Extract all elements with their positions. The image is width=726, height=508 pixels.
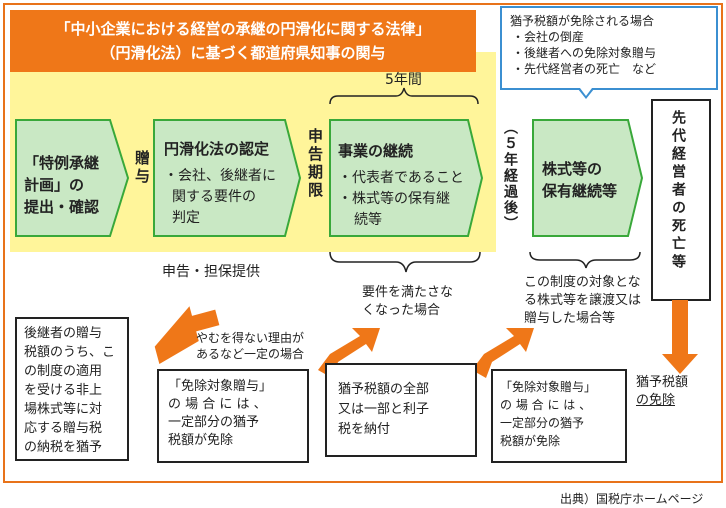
holding-step-text: 株式等の 保有継続等	[542, 158, 632, 202]
callout-title: 猶予税額が免除される場合	[510, 14, 655, 28]
pay-line: 又は一部と利子	[338, 402, 430, 417]
successor-box-shape	[15, 317, 129, 461]
holding-arrow-shape	[532, 119, 644, 237]
exempt1-line: の 場 合 に は 、	[168, 397, 267, 412]
continuation-bullet: ・株式等の保有継	[338, 191, 450, 207]
pay-line: 猶予税額の全部	[338, 382, 430, 397]
certification-title: 円滑化法の認定	[164, 140, 270, 158]
holding-line: 保有継続等	[542, 182, 618, 200]
plan-step-text: 「特例承継 計画」の 提出・確認	[24, 152, 124, 218]
certification-bullet-cont: 判定	[172, 210, 200, 226]
exempt1-box-shape	[157, 369, 309, 463]
transfer-line: る株式等を譲渡又は	[524, 293, 642, 308]
arrow-death-down	[662, 300, 698, 374]
exempt-tax-label: 猶予税額 の免除	[636, 374, 688, 410]
successor-line: 後継者の贈与	[24, 326, 103, 341]
callout-item: 先代経営者の死亡 など	[510, 61, 708, 77]
exempt2-line: 一定部分の猶予	[500, 416, 585, 430]
plan-line: 計画」の	[24, 176, 85, 194]
callout-item: 会社の倒産	[510, 29, 708, 45]
banner-line-1: 「中小企業における経営の承継の円滑化に関する法律」	[55, 20, 431, 38]
title-banner: 「中小企業における経営の承継の円滑化に関する法律」 （円滑化法）に基づく都道府県…	[10, 10, 476, 72]
successor-line: の納税を猶予	[24, 440, 103, 455]
unavoidable-line: あるなど一定の場合	[196, 347, 305, 361]
source-note: 出典）国税庁ホームページ	[560, 492, 704, 506]
exempt1-line: 「免除対象贈与」	[168, 379, 273, 394]
arrow-to-successor-box	[154, 306, 220, 364]
callout-pointer-fill	[580, 88, 592, 96]
exempt-tax-line: 猶予税額	[636, 375, 689, 390]
unavoidable-line: やむを得ない理由が	[196, 331, 305, 345]
exempt2-line: 「免除対象贈与」	[500, 380, 597, 394]
plan-arrow-shape	[15, 119, 130, 237]
not-met-brace	[329, 251, 481, 273]
exempt-box-1-text: 「免除対象贈与」 の 場 合 に は 、 一定部分の猶予 税額が免除	[168, 378, 302, 450]
pay-box-shape	[325, 363, 477, 457]
certification-step-text: 円滑化法の認定 ・会社、後継者に 関する要件の 判定	[164, 138, 290, 229]
holding-line: 株式等の	[542, 160, 603, 178]
transfer-line: 贈与した場合等	[524, 311, 616, 326]
successor-line: を受ける非上	[24, 383, 103, 398]
transfer-line: この制度の対象とな	[524, 275, 641, 290]
successor-deferral-text: 後継者の贈与 税額のうち、こ の制度の適用 を受ける非上 場株式等に対 応する贈…	[24, 324, 124, 457]
exempt2-line: の 場 合 に は 、	[500, 398, 592, 412]
deadline-label: 申告期限	[306, 128, 324, 200]
declare-label: 申告・担保提供	[162, 264, 260, 280]
five-years-label: 5年間	[385, 72, 422, 88]
five-years-brace	[329, 87, 479, 105]
exemption-callout: 猶予税額が免除される場合 会社の倒産 後継者への免除対象贈与 先代経営者の死亡 …	[500, 6, 718, 90]
successor-line: の制度の適用	[24, 364, 103, 379]
successor-line: 応する贈与税	[24, 421, 103, 436]
arrow-transfer	[472, 328, 534, 378]
after-five-years-label: （５年経過後）	[502, 120, 518, 232]
not-met-line: 要件を満たさな	[362, 285, 454, 300]
gift-label: 贈与	[133, 150, 151, 186]
unavoidable-label: やむを得ない理由が あるなど一定の場合	[196, 330, 304, 362]
continuation-bullet: ・代表者であること	[338, 170, 464, 186]
callout-item: 後継者への免除対象贈与	[510, 45, 708, 61]
not-met-label: 要件を満たさな くなった場合	[362, 284, 453, 320]
outer-frame	[3, 3, 723, 483]
exempt-box-2-text: 「免除対象贈与」 の 場 合 に は 、 一定部分の猶予 税額が免除	[500, 378, 624, 450]
continuation-arrow-shape	[329, 119, 484, 237]
not-met-line: くなった場合	[362, 303, 441, 318]
certification-bullet: ・会社、後継者に	[164, 168, 276, 184]
certification-arrow-shape	[153, 119, 302, 237]
certification-bullet-cont: 関する要件の	[172, 189, 256, 205]
continuation-step-text: 事業の継続 ・代表者であること ・株式等の保有継 続等	[338, 140, 478, 231]
banner-line-2: （円滑化法）に基づく都道府県知事の関与	[100, 44, 386, 62]
exempt1-line: 一定部分の猶予	[168, 415, 260, 430]
successor-line: 税額のうち、こ	[24, 345, 116, 360]
pay-line: 税を納付	[338, 422, 391, 437]
continuation-bullet-cont: 続等	[354, 212, 382, 228]
exempt1-line: 税額が免除	[168, 433, 234, 448]
predecessor-death-label: 先代経営者の死亡等	[670, 110, 686, 272]
transfer-label: この制度の対象とな る株式等を譲渡又は 贈与した場合等	[524, 274, 641, 328]
exempt-tax-line: の免除	[636, 393, 676, 408]
continuation-title: 事業の継続	[338, 142, 414, 160]
pay-box-text: 猶予税額の全部 又は一部と利子 税を納付	[338, 380, 470, 440]
death-box-shape	[651, 99, 711, 301]
exempt2-line: 税額が免除	[500, 434, 561, 448]
exempt2-box-shape	[491, 369, 627, 463]
plan-line: 「特例承継	[24, 154, 100, 172]
plan-line: 提出・確認	[24, 198, 100, 216]
successor-line: 場株式等に対	[24, 402, 103, 417]
transfer-brace	[529, 251, 641, 269]
